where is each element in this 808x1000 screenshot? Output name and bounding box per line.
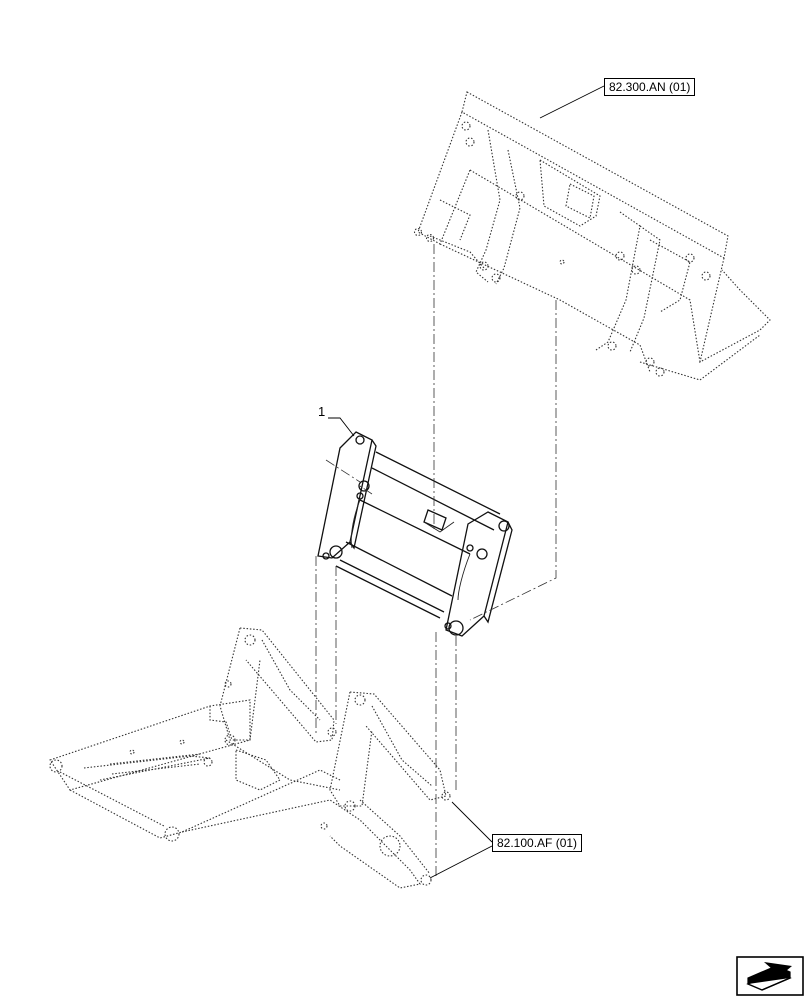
quick-coupler-part <box>317 431 513 637</box>
bucket-part <box>413 91 771 381</box>
next-page-arrow-icon[interactable] <box>736 956 804 996</box>
bucket-reference-label[interactable]: 82.300.AN (01) <box>604 78 696 96</box>
loader-arm-reference-label[interactable]: 82.100.AF (01) <box>492 834 583 852</box>
item-number-label: 1 <box>318 404 326 419</box>
loader-arm-part <box>49 627 451 889</box>
alignment-lines <box>315 244 557 876</box>
leader-lines <box>328 85 605 879</box>
